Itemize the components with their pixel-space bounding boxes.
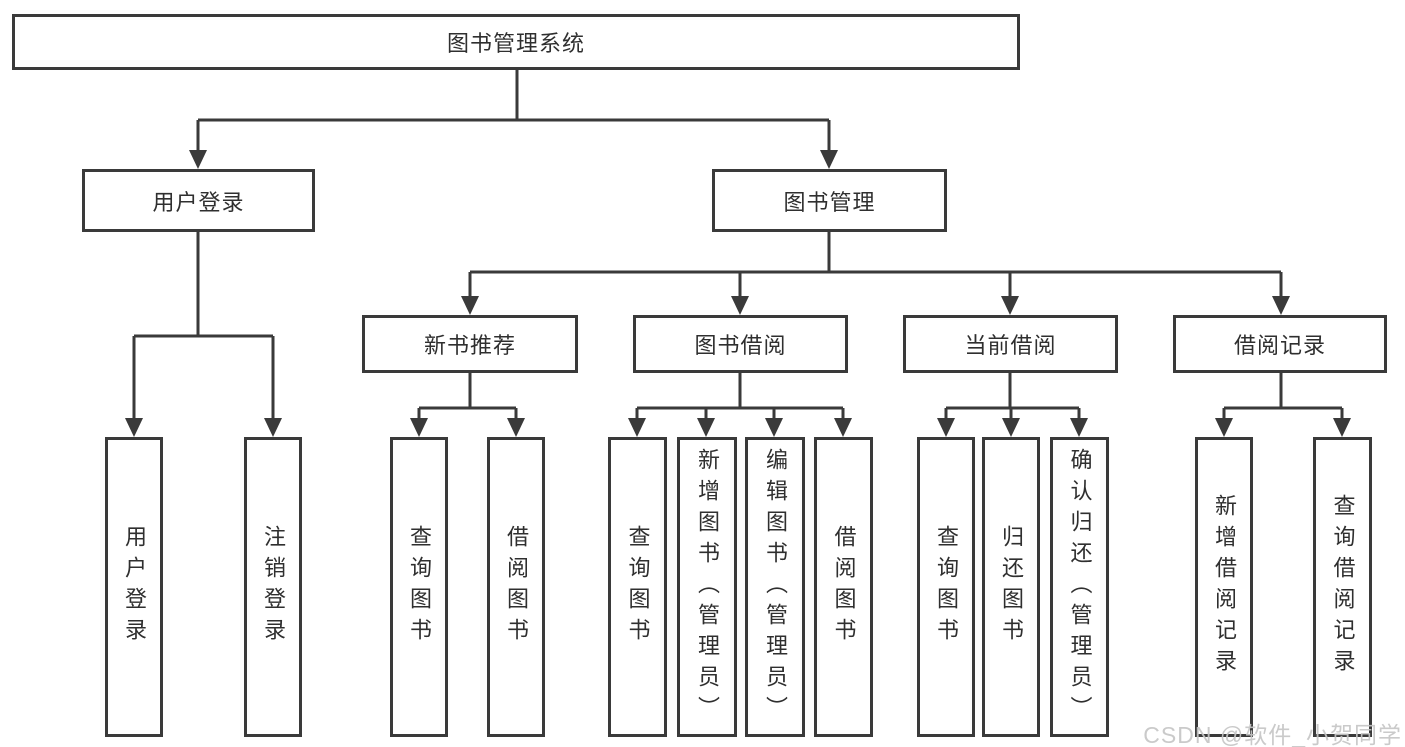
tree-edges — [132, 70, 1344, 420]
leaf-current-confirm-admin: 确认归还（管理员） — [1050, 437, 1109, 737]
leaf-current-query: 查询图书 — [917, 437, 975, 737]
node-user-login: 用户登录 — [82, 169, 315, 232]
leaf-current-return-label: 归还图书 — [999, 525, 1024, 649]
leaf-borrow-edit-admin-label: 编辑图书（管理员） — [763, 447, 788, 727]
leaf-user-login: 用户登录 — [105, 437, 163, 737]
node-current-borrow-label: 当前借阅 — [964, 333, 1057, 358]
leaf-newbooks-query: 查询图书 — [390, 437, 448, 737]
node-current-borrow: 当前借阅 — [903, 315, 1118, 373]
leaf-user-login-label: 用户登录 — [122, 525, 147, 649]
node-book-borrow: 图书借阅 — [633, 315, 848, 373]
node-book-management-label: 图书管理 — [783, 189, 876, 215]
leaf-borrow-edit-admin: 编辑图书（管理员） — [745, 437, 805, 737]
node-root-label: 图书管理系统 — [446, 31, 585, 56]
leaf-borrow-query: 查询图书 — [608, 437, 667, 737]
node-book-management: 图书管理 — [712, 169, 947, 232]
leaf-newbooks-borrow-label: 借阅图书 — [504, 525, 529, 649]
node-user-login-label: 用户登录 — [152, 189, 245, 215]
leaf-current-confirm-admin-label: 确认归还（管理员） — [1067, 447, 1093, 727]
leaf-records-query-label: 查询借阅记录 — [1330, 494, 1356, 680]
leaf-newbooks-borrow: 借阅图书 — [487, 437, 545, 737]
leaf-borrow-book: 借阅图书 — [814, 437, 873, 737]
leaf-newbooks-query-label: 查询图书 — [407, 525, 432, 649]
node-book-borrow-label: 图书借阅 — [694, 333, 787, 358]
leaf-records-add-label: 新增借阅记录 — [1212, 494, 1237, 680]
node-borrow-records-label: 借阅记录 — [1233, 333, 1326, 358]
leaf-borrow-add-admin: 新增图书（管理员） — [677, 437, 737, 737]
leaf-borrow-add-admin-label: 新增图书（管理员） — [695, 447, 720, 727]
leaf-logout-label: 注销登录 — [261, 525, 286, 649]
leaf-current-query-label: 查询图书 — [934, 525, 959, 649]
leaf-borrow-query-label: 查询图书 — [625, 525, 651, 649]
leaf-current-return: 归还图书 — [982, 437, 1040, 737]
leaf-records-add: 新增借阅记录 — [1195, 437, 1253, 737]
node-borrow-records: 借阅记录 — [1173, 315, 1387, 373]
leaf-borrow-book-label: 借阅图书 — [831, 525, 857, 649]
node-new-book-recommend-label: 新书推荐 — [423, 333, 516, 358]
leaf-logout: 注销登录 — [244, 437, 302, 737]
leaf-records-query: 查询借阅记录 — [1313, 437, 1372, 737]
node-new-book-recommend: 新书推荐 — [362, 315, 578, 373]
node-root: 图书管理系统 — [12, 14, 1020, 70]
